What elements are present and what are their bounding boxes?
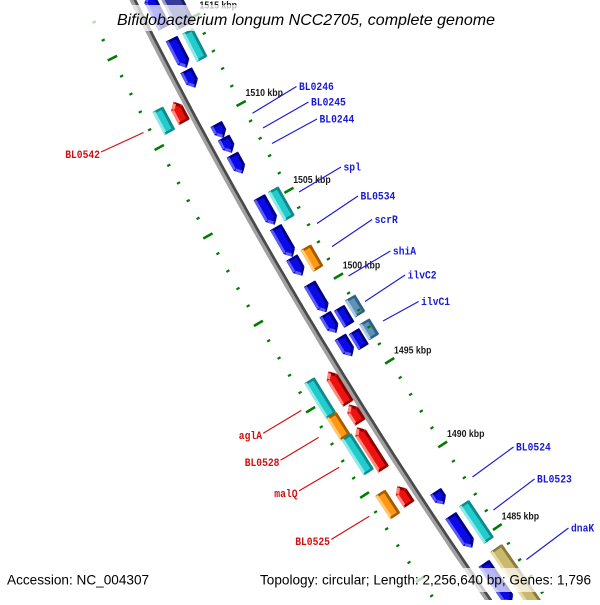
svg-text:BL0523: BL0523: [537, 475, 572, 487]
svg-text:malQ: malQ: [274, 489, 298, 501]
svg-text:spl: spl: [344, 163, 362, 175]
svg-text:1485 kbp: 1485 kbp: [502, 511, 539, 523]
svg-text:ilvC1: ilvC1: [421, 297, 450, 309]
svg-text:1505 kbp: 1505 kbp: [293, 174, 331, 186]
svg-text:Bifidobacterium longum NCC2705: Bifidobacterium longum NCC2705, complete…: [117, 12, 495, 29]
svg-text:BL0534: BL0534: [361, 192, 396, 204]
svg-text:BL0246: BL0246: [299, 82, 334, 94]
svg-text:ilvC2: ilvC2: [408, 271, 437, 283]
svg-text:Topology: circular; Length: 2,: Topology: circular; Length: 2,256,640 bp…: [260, 573, 591, 588]
svg-text:1500 kbp: 1500 kbp: [343, 260, 381, 272]
svg-text:BL0525: BL0525: [295, 537, 330, 549]
svg-text:BL0245: BL0245: [311, 98, 346, 110]
svg-text:dnaK: dnaK: [571, 524, 595, 536]
svg-text:1490 kbp: 1490 kbp: [447, 428, 485, 440]
svg-text:Accession: NC_004307: Accession: NC_004307: [7, 573, 149, 588]
svg-text:BL0542: BL0542: [65, 150, 100, 162]
svg-text:1495 kbp: 1495 kbp: [394, 344, 432, 356]
svg-text:shiA: shiA: [393, 247, 417, 259]
svg-text:BL0244: BL0244: [320, 115, 355, 127]
svg-text:BL0524: BL0524: [516, 443, 551, 455]
svg-text:scrR: scrR: [375, 215, 399, 227]
svg-text:aglA: aglA: [239, 431, 263, 443]
svg-text:BL0528: BL0528: [245, 458, 280, 470]
svg-text:1510 kbp: 1510 kbp: [246, 87, 284, 99]
